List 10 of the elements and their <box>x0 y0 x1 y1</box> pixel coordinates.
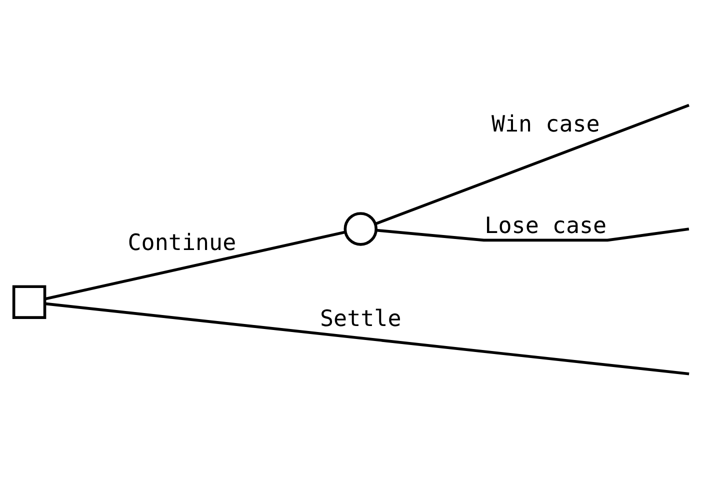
node-circle <box>344 212 378 246</box>
edge-label: Continue <box>128 229 236 256</box>
connector <box>44 302 690 375</box>
connector <box>375 103 690 225</box>
node-box <box>12 284 46 318</box>
edge-label: Settle <box>320 305 402 332</box>
edge-label: Win case <box>491 111 600 138</box>
connector <box>44 230 346 300</box>
connector <box>376 227 690 242</box>
edge-label: Lose case <box>484 212 607 238</box>
